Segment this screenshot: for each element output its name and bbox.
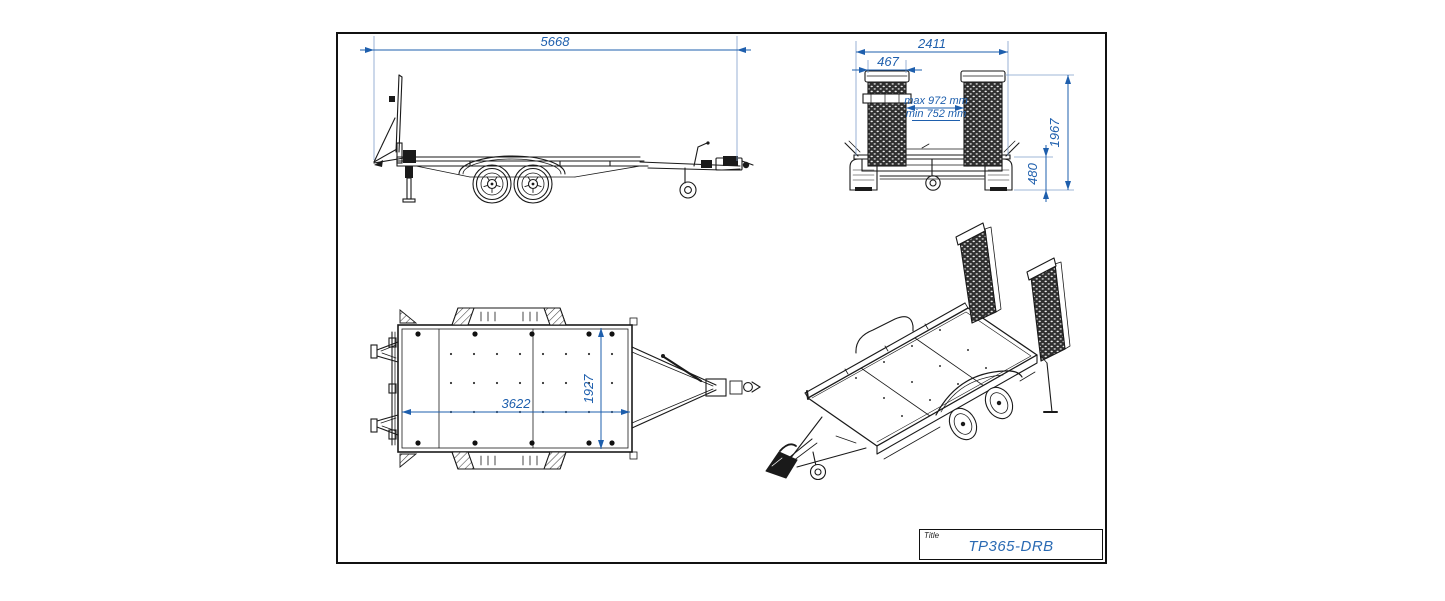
dim-overall-height-text: 1967 — [1047, 118, 1062, 148]
dim-bed-length-text: 3622 — [502, 396, 532, 411]
side-jockey-wheel — [679, 167, 697, 199]
rear-jockey-wheel — [925, 158, 941, 191]
side-drawbar — [639, 141, 754, 171]
dim-ramp-width-text: 467 — [877, 54, 899, 69]
dim-overall-width-text: 2411 — [917, 36, 946, 51]
top-fender-lower — [451, 451, 567, 470]
dim-overall-width: 2411 — [855, 36, 1009, 156]
title-block-label: Title — [924, 531, 940, 540]
iso-fender-near — [935, 370, 1023, 416]
dim-bed-width-text: 1927 — [581, 374, 596, 404]
top-deck-bolts — [415, 331, 615, 446]
dim-bed-width: 1927 — [581, 328, 604, 449]
iso-jockey-wheel — [809, 451, 827, 481]
iso-deck-dots — [855, 329, 987, 417]
dim-deck-height: 480 — [1014, 145, 1053, 202]
side-wheel-1 — [472, 164, 512, 204]
dim-ramp-width: 467 — [852, 54, 922, 73]
top-corner-braces — [399, 309, 638, 468]
side-ramp-tilted — [373, 74, 405, 167]
dim-overall-height: 1967 — [1005, 74, 1074, 191]
drawing-frame — [336, 32, 1107, 564]
side-prop-stand — [402, 166, 416, 203]
rear-ramp-left — [862, 70, 912, 167]
iso-wheel-1 — [948, 407, 978, 441]
rear-view — [844, 70, 1020, 191]
top-fender-upper — [451, 307, 567, 326]
rear-ramp-right — [960, 70, 1006, 167]
top-deck — [397, 324, 633, 453]
dim-deck-height-text: 480 — [1025, 162, 1040, 184]
iso-wheel-2 — [984, 386, 1014, 420]
dim-ramp-gap-min-text: min 752 mm — [906, 108, 967, 120]
iso-ramp-left — [955, 222, 1002, 324]
side-bed — [396, 142, 649, 178]
side-view — [373, 74, 754, 204]
dim-ramp-gap: max 972 mm min 752 mm — [904, 95, 968, 121]
drawing-title: TP365-DRB — [968, 538, 1054, 555]
iso-ramp-right — [1026, 257, 1071, 362]
top-view — [370, 307, 762, 470]
dim-overall-length: 5668 — [360, 34, 751, 161]
dim-bed-length: 3622 — [402, 396, 630, 415]
top-rear-bumper — [370, 331, 399, 446]
side-wheel-2 — [513, 164, 553, 204]
title-block: Title TP365-DRB — [919, 529, 1103, 560]
iso-drawbar — [765, 416, 867, 479]
dim-ramp-gap-max-text: max 972 mm — [904, 95, 968, 107]
iso-deck — [804, 302, 1038, 460]
iso-prop-leg — [1040, 355, 1058, 413]
iso-fender-far — [855, 316, 914, 354]
top-drawbar — [631, 346, 762, 429]
dim-overall-length-text: 5668 — [541, 34, 571, 49]
isometric-view — [765, 222, 1071, 481]
side-fender — [458, 155, 566, 175]
